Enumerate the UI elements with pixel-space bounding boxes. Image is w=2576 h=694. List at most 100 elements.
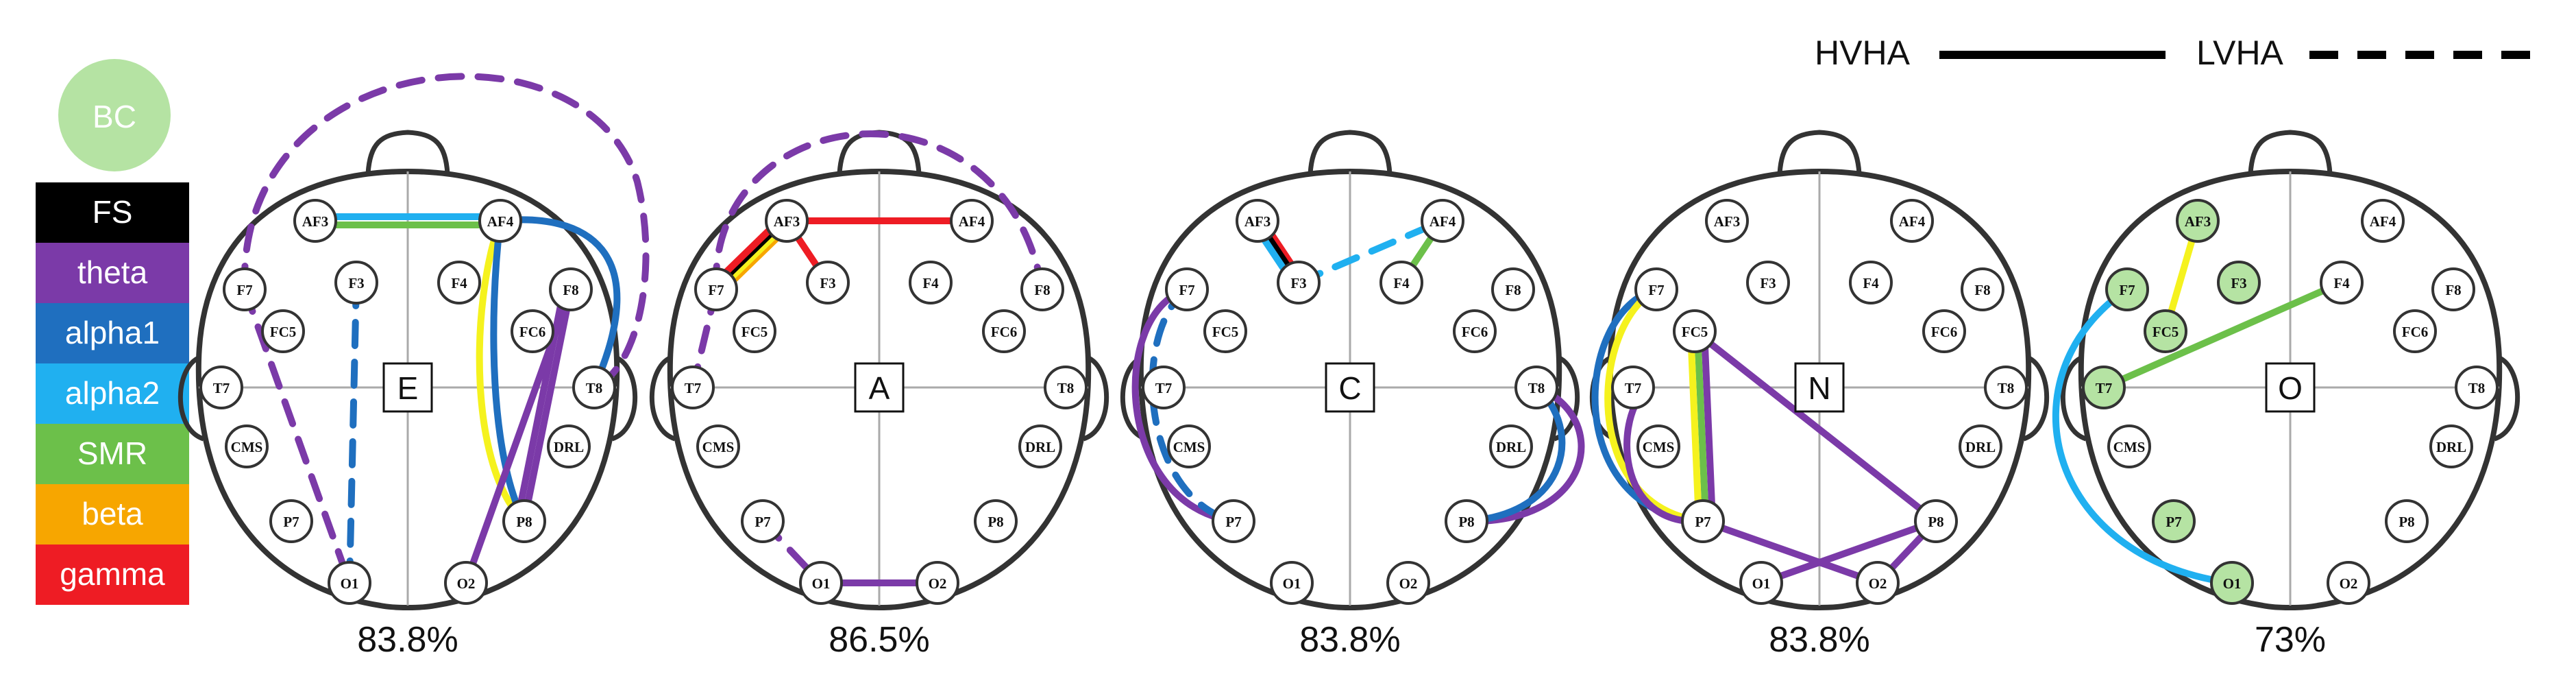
electrode-f7: [694, 267, 738, 311]
electrode-label-drl: DRL: [554, 439, 584, 455]
electrode-label-af3: AF3: [1714, 213, 1741, 230]
electrode-fc5: [1203, 309, 1247, 353]
electrode-label-f3: F3: [1760, 275, 1776, 291]
electrode-f4: [1379, 261, 1423, 304]
electrode-label-p8: P8: [2399, 514, 2414, 530]
condition-box: [382, 362, 433, 413]
nose: [365, 130, 450, 174]
electrode-cms: [1636, 424, 1680, 468]
right-ear: [611, 354, 638, 442]
connection-fc5-p7-smr: [1693, 327, 1709, 525]
legend-label-theta: theta: [77, 254, 148, 290]
electrode-label-fc6: FC6: [519, 324, 546, 340]
legend-item-alpha1: alpha1: [36, 303, 189, 363]
electrode-o2: [1856, 561, 1900, 605]
nose: [1777, 130, 1862, 174]
connection-f8-o2-theta: [463, 286, 574, 586]
electrode-label-af3: AF3: [302, 213, 329, 230]
electrode-f7: [223, 267, 267, 311]
electrode-f4: [437, 261, 481, 304]
electrode-label-fc6: FC6: [2402, 324, 2429, 340]
connections: [241, 73, 650, 586]
electrode-label-t8: T8: [1998, 380, 2015, 396]
electrode-f8: [1020, 267, 1064, 311]
electrode-af3: [1236, 199, 1279, 243]
electrode-label-fc5: FC5: [270, 324, 297, 340]
electrode-label-t8: T8: [586, 380, 603, 396]
condition-box: [2265, 362, 2316, 413]
electrode-label-drl: DRL: [1496, 439, 1526, 455]
electrode-t7: [671, 366, 715, 409]
electrode-label-cms: CMS: [1173, 439, 1205, 455]
electrode-o1: [2210, 561, 2254, 605]
electrode-label-f4: F4: [1863, 275, 1879, 291]
electrode-t7: [2082, 366, 2126, 409]
electrode-label-o1: O1: [1752, 575, 1771, 592]
electrode-label-f3: F3: [348, 275, 364, 291]
right-ear: [2022, 354, 2050, 442]
electrode-label-t8: T8: [1528, 380, 1545, 396]
electrode-label-af3: AF3: [1244, 213, 1271, 230]
legend-label-beta: beta: [82, 496, 143, 531]
legend-swatch-gamma: [36, 545, 189, 605]
electrode-f7: [2105, 267, 2149, 311]
bc-label: BC: [93, 99, 136, 134]
legend-item-alpha2: alpha2: [36, 363, 189, 424]
connection-fc5-p8-theta: [1691, 328, 1939, 525]
connection-af4-p8-alpha1: [490, 217, 528, 525]
electrode-p7: [1212, 499, 1255, 543]
electrode-fc5: [733, 309, 776, 353]
electrode-cms: [2107, 424, 2151, 468]
electrode-fc6: [1453, 309, 1497, 353]
electrode-label-p8: P8: [988, 514, 1003, 530]
electrode-label-t7: T7: [2096, 380, 2113, 396]
electrode-label-f3: F3: [1290, 275, 1306, 291]
electrode-af4: [478, 199, 522, 243]
legend-item-gamma: gamma: [36, 545, 189, 605]
electrode-t8: [1044, 366, 1088, 409]
electrode-label-f4: F4: [922, 275, 939, 291]
bc-circle: [58, 59, 171, 171]
electrode-p7: [2152, 499, 2196, 543]
electrode-label-f7: F7: [708, 282, 724, 298]
electrode-f7: [1634, 267, 1678, 311]
condition-label: N: [1808, 370, 1830, 406]
electrode-label-p7: P7: [283, 514, 299, 530]
connection-f7-o1-theta: [241, 286, 353, 586]
electrode-label-p7: P7: [755, 514, 770, 530]
electrode-fc6: [982, 309, 1026, 353]
nose: [2248, 130, 2333, 174]
hvha-label: HVHA: [1815, 34, 1911, 72]
electrode-af4: [1421, 199, 1464, 243]
electrode-label-f7: F7: [1179, 282, 1194, 298]
electrode-label-p7: P7: [2166, 514, 2181, 530]
electrode-f7: [1165, 267, 1209, 311]
electrode-label-fc5: FC5: [1212, 324, 1239, 340]
condition-label: O: [2278, 370, 2303, 406]
left-ear: [2060, 354, 2087, 442]
electrode-o1: [1739, 561, 1783, 605]
electrode-label-f4: F4: [1393, 275, 1410, 291]
left-ear: [649, 354, 676, 442]
electrode-label-o2: O2: [1399, 575, 1418, 592]
legend-item-smr: SMR: [36, 424, 189, 484]
condition-box: [1794, 362, 1845, 413]
connection-f7-p7-yellow: [1604, 286, 1706, 525]
electrode-t7: [1142, 366, 1186, 409]
electrode-fc5: [1673, 309, 1717, 353]
legend-label-smr: SMR: [77, 435, 147, 471]
condition-label: C: [1338, 370, 1361, 406]
electrode-f4: [2320, 261, 2364, 304]
electrode-label-p8: P8: [516, 514, 532, 530]
electrode-label-f8: F8: [563, 282, 578, 298]
electrode-label-t8: T8: [1057, 380, 1075, 396]
electrode-label-af3: AF3: [2185, 213, 2211, 230]
electrode-f8: [549, 267, 593, 311]
electrode-label-cms: CMS: [702, 439, 735, 455]
